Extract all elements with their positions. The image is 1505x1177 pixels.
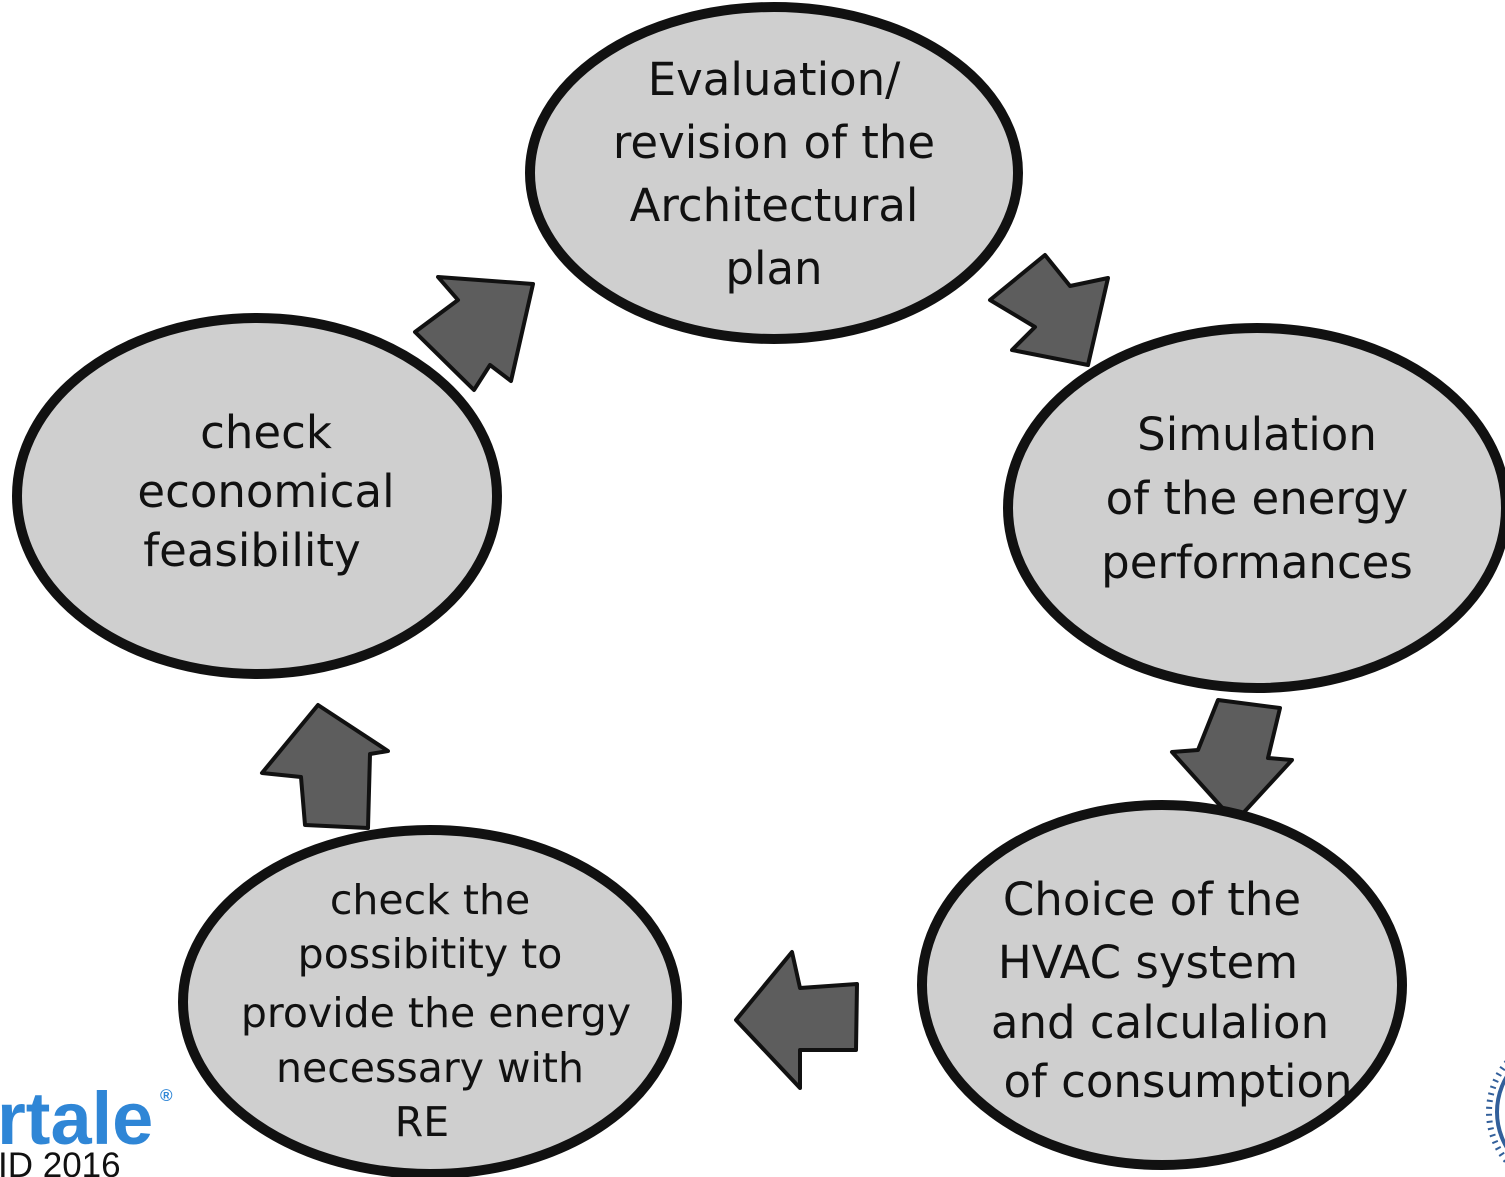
node-energy-simulation-line-2: of the energy: [1106, 472, 1409, 525]
node-energy-simulation-line-1: Simulation: [1137, 408, 1377, 461]
node-economic-feasibility-line-1: check: [200, 406, 332, 459]
brand-logo-text: rtale: [0, 1077, 153, 1160]
brand-caption: ID 2016: [0, 1146, 121, 1177]
university-seal-icon: [1486, 1060, 1505, 1164]
node-re-provision-line-2: possibitity to: [298, 930, 563, 978]
diagram-nodes: Evaluation/ revision of the Architectura…: [12, 2, 1505, 1177]
node-architectural-plan-line-2: revision of the: [613, 116, 935, 169]
arrow-feasibility-to-plan: [413, 275, 535, 392]
arrow-plan-to-simulation: [988, 253, 1110, 367]
node-re-provision-line-4: necessary with: [276, 1044, 584, 1092]
node-architectural-plan-line-4: plan: [725, 242, 822, 295]
node-architectural-plan-line-1: Evaluation/: [648, 53, 901, 106]
brand-registered-mark: ®: [160, 1086, 173, 1105]
flow-arrows: [260, 253, 1294, 1090]
node-hvac-choice-line-1: Choice of the: [1003, 873, 1301, 926]
node-economic-feasibility-line-3: feasibility: [143, 524, 360, 577]
brand-logo: rtale ® ID 2016: [0, 1077, 173, 1177]
arrow-re-to-feasibility: [260, 703, 390, 830]
node-re-provision: check the possibitity to provide the ene…: [178, 825, 682, 1177]
node-hvac-choice-line-3: and calculalion: [991, 996, 1329, 1049]
node-energy-simulation-line-3: performances: [1101, 536, 1413, 589]
node-architectural-plan-line-3: Architectural: [630, 179, 919, 232]
node-energy-simulation: Simulation of the energy performances: [1003, 323, 1505, 693]
node-re-provision-line-3: provide the energy: [241, 989, 631, 1037]
node-re-provision-line-5: RE: [395, 1098, 449, 1146]
node-hvac-choice-line-2: HVAC system: [998, 936, 1298, 989]
node-re-provision-line-1: check the: [330, 876, 530, 924]
node-hvac-choice-line-4: of consumption: [1003, 1055, 1352, 1108]
arrow-simulation-to-hvac: [1170, 698, 1294, 824]
node-economic-feasibility-line-2: economical: [137, 465, 394, 518]
node-economic-feasibility: check economical feasibility: [12, 313, 502, 679]
arrow-hvac-to-re: [734, 950, 859, 1090]
node-architectural-plan: Evaluation/ revision of the Architectura…: [525, 2, 1023, 344]
node-hvac-choice: Choice of the HVAC system and calculalio…: [917, 800, 1407, 1170]
